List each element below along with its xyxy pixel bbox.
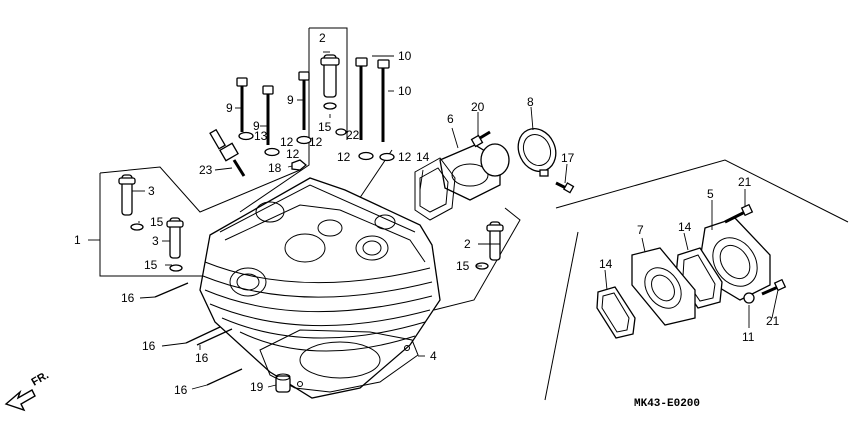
- callout-13: 13: [254, 129, 268, 143]
- callout-15-top: 15: [318, 120, 332, 134]
- cylinder-head: [199, 177, 441, 399]
- callout-15-left-lower: 15: [144, 258, 158, 272]
- callout-9-b: 9: [253, 119, 260, 133]
- callout-21-lower: 21: [766, 314, 780, 328]
- leader-lines: [88, 51, 779, 390]
- callout-14-center: 14: [416, 150, 430, 164]
- callout-16-d: 16: [174, 383, 188, 397]
- callout-12-b: 12: [286, 147, 300, 161]
- valve-guide-top: [320, 54, 340, 110]
- callout-12-a: 12: [280, 135, 294, 149]
- callout-23: 23: [199, 163, 213, 177]
- callout-7: 7: [637, 223, 644, 237]
- callout-5: 5: [707, 187, 714, 201]
- callout-16-a: 16: [121, 291, 135, 305]
- dowel-pin: [275, 373, 291, 393]
- callout-6: 6: [447, 112, 454, 126]
- callout-18: 18: [268, 161, 282, 175]
- callout-16-c: 16: [195, 351, 209, 365]
- valve-guide-right: [475, 221, 504, 270]
- callout-4: 4: [430, 349, 437, 363]
- callout-10-a: 10: [398, 49, 412, 63]
- callout-10-b: 10: [398, 84, 412, 98]
- front-direction-label: FR.: [30, 369, 51, 388]
- bolts-right: [724, 203, 787, 304]
- callout-8: 8: [527, 95, 534, 109]
- valve-guide-left-upper: [118, 174, 144, 231]
- callout-15-right: 15: [456, 259, 470, 273]
- group-bracket-lines: [99, 27, 849, 401]
- callout-15-left-upper: 15: [150, 215, 164, 229]
- callout-14-right-inner: 14: [599, 257, 613, 271]
- valve-guide-left-lower: [166, 217, 184, 272]
- small-screws: [470, 130, 575, 194]
- callout-2-top: 2: [319, 31, 326, 45]
- callout-14-right-outer: 14: [678, 220, 692, 234]
- intake-manifold-center: [414, 143, 510, 221]
- stud-bolts: [154, 282, 243, 386]
- callout-17: 17: [561, 151, 575, 165]
- callout-19: 19: [250, 380, 264, 394]
- drawing-code: MK43-E0200: [634, 398, 700, 410]
- head-bolts: [236, 57, 390, 145]
- callout-11: 11: [742, 330, 755, 344]
- callout-22: 22: [346, 128, 360, 142]
- callout-9-c: 9: [287, 93, 294, 107]
- washers: [238, 128, 395, 171]
- callout-12-e: 12: [398, 150, 412, 164]
- callout-12-d: 12: [337, 150, 351, 164]
- callout-9-a: 9: [226, 101, 233, 115]
- callout-3-upper: 3: [148, 184, 155, 198]
- callout-1: 1: [74, 233, 81, 247]
- front-direction-arrow: FR.: [4, 369, 51, 412]
- gasket-right-inner: [596, 286, 636, 339]
- callout-16-b: 16: [142, 339, 156, 353]
- spacer-plate: [631, 247, 696, 326]
- callout-2-right: 2: [464, 237, 471, 251]
- callout-labels: 1 2 2 3 3 4 5 6 7 8 9 9 9 10 10 11 12 12…: [74, 31, 780, 397]
- callout-12-c: 12: [309, 135, 323, 149]
- spark-plug: [209, 128, 246, 177]
- hose-clamp: [517, 128, 557, 177]
- callout-21-upper: 21: [738, 175, 752, 189]
- callout-3-lower: 3: [152, 234, 159, 248]
- callout-20: 20: [471, 100, 485, 114]
